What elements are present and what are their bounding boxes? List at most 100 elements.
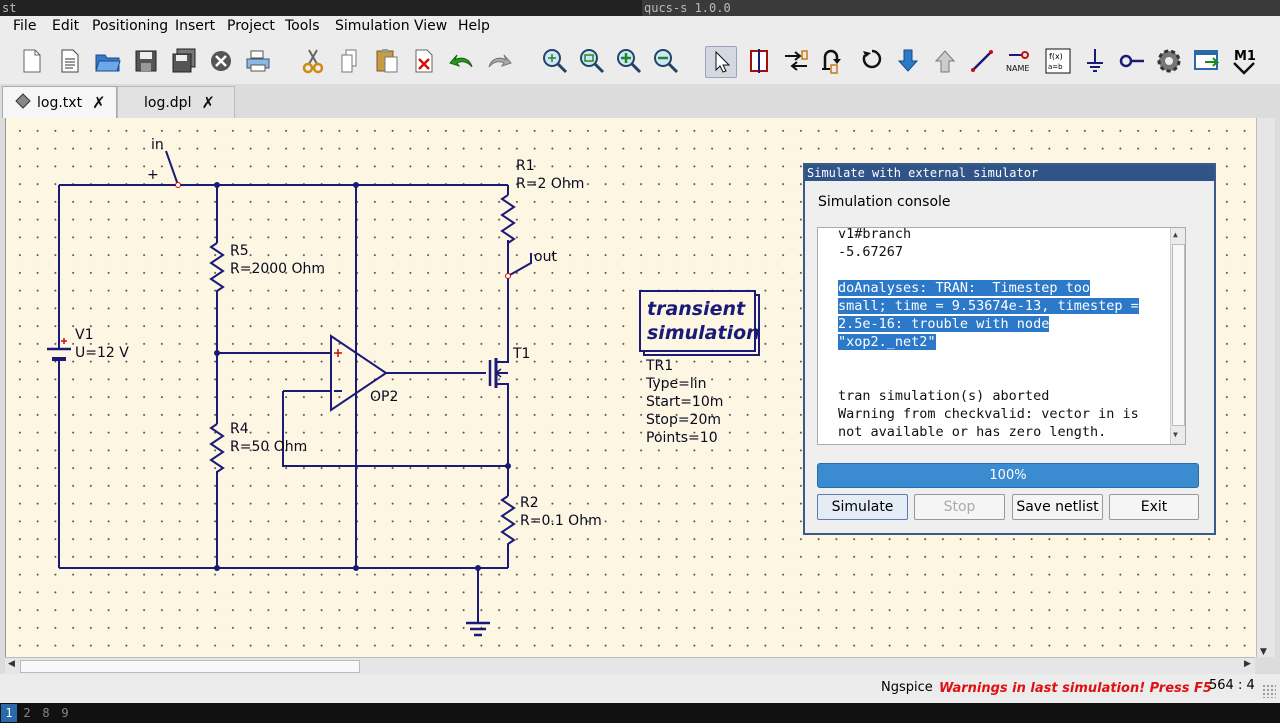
menu-help[interactable]: Help	[458, 18, 490, 34]
new-text-icon[interactable]	[55, 46, 85, 76]
plus-sign: +	[147, 167, 159, 183]
close-tab-icon[interactable]: ✗	[92, 93, 106, 112]
console-line-selected: small; time = 9.53674e-13, timestep =	[838, 298, 1139, 314]
save-netlist-button[interactable]: Save netlist	[1012, 494, 1103, 520]
marker-icon[interactable]: M1	[1229, 46, 1259, 76]
R2-name: R2	[520, 495, 539, 511]
wire-label-node	[505, 273, 511, 279]
tab-log-txt[interactable]: log.txt ✗	[2, 86, 117, 118]
activate-icon[interactable]	[857, 46, 887, 76]
save-all-icon[interactable]	[169, 46, 199, 76]
console-scrollbar[interactable]: ▲ ▼	[1170, 228, 1185, 444]
console-line-selected: "xop2._net2"	[838, 334, 936, 350]
tab-log-dpl[interactable]: log.dpl ✗	[117, 86, 235, 118]
console-line-selected: doAnalyses: TRAN: Timestep too	[838, 280, 1090, 296]
resize-grip-icon[interactable]	[1262, 684, 1276, 698]
menu-insert[interactable]: Insert	[175, 18, 216, 34]
R1-value: R=2 Ohm	[516, 176, 585, 192]
save-icon[interactable]	[131, 46, 161, 76]
console-line: v1#branch	[838, 227, 912, 242]
menu-simulation[interactable]: Simulation	[335, 18, 410, 34]
menu-positioning[interactable]: Positioning	[92, 18, 169, 34]
new-file-icon[interactable]	[17, 46, 47, 76]
R5-value: R=2000 Ohm	[230, 261, 326, 277]
TR1-start: Start=10m	[646, 394, 724, 410]
mirror-y-icon[interactable]	[781, 46, 811, 76]
console-scrollbar-thumb[interactable]	[1172, 244, 1185, 426]
wire-label-icon[interactable]: NAME	[1005, 46, 1035, 76]
R2-value: R=0.1 Ohm	[520, 513, 602, 529]
tab-label: log.txt	[37, 94, 83, 111]
menu-tools[interactable]: Tools	[285, 18, 320, 34]
wire-icon[interactable]	[967, 46, 997, 76]
console-line: -5.67267	[838, 244, 904, 260]
go-into-subcircuit-icon[interactable]	[893, 46, 923, 76]
schematic-drawing	[47, 150, 760, 637]
close-file-icon[interactable]	[206, 46, 236, 76]
port-icon[interactable]	[1117, 46, 1147, 76]
zoom-in-icon[interactable]	[614, 46, 644, 76]
TR1-stop: Stop=20m	[646, 412, 722, 428]
app-title: qucs-s 1.0.0	[644, 1, 731, 15]
mirror-x-icon[interactable]	[744, 46, 774, 76]
menu-bar: File Edit Positioning Insert Project Too…	[0, 16, 1280, 38]
scroll-down-arrow-icon[interactable]: ▼	[1173, 430, 1178, 439]
workspace-9[interactable]: 9	[61, 706, 69, 720]
wire	[282, 391, 508, 467]
workspace-1[interactable]: 1	[1, 704, 17, 722]
vertical-scrollbar[interactable]: ▼	[1256, 118, 1275, 657]
resistor-R2-body	[500, 495, 516, 552]
paste-icon[interactable]	[372, 46, 402, 76]
close-tab-icon[interactable]: ✗	[201, 93, 215, 112]
simulation-dialog: Simulate with external simulator Simulat…	[803, 163, 1216, 535]
workspace-8[interactable]: 8	[42, 706, 50, 720]
console-line: Warning from checkvalid: vector in is	[838, 406, 1139, 422]
menu-project[interactable]: Project	[227, 18, 275, 34]
redo-icon[interactable]	[484, 46, 514, 76]
menu-view[interactable]: View	[414, 18, 448, 34]
workspace-2[interactable]: 2	[23, 706, 31, 720]
equation-icon[interactable]: f(x)a=b	[1043, 46, 1073, 76]
tab-label: log.dpl	[144, 94, 192, 111]
print-icon[interactable]	[243, 46, 273, 76]
menu-file[interactable]: File	[13, 18, 37, 34]
R5-name: R5	[230, 243, 249, 259]
scroll-left-arrow-icon[interactable]: ◀	[8, 659, 15, 669]
scroll-right-arrow-icon[interactable]: ▶	[1244, 659, 1251, 669]
simulate-icon[interactable]	[1154, 46, 1184, 76]
ground-icon[interactable]	[1080, 46, 1110, 76]
menu-edit[interactable]: Edit	[52, 18, 80, 34]
scroll-down-arrow-icon[interactable]: ▼	[1260, 647, 1267, 657]
console-line: tran simulation(s) aborted	[838, 388, 1050, 404]
status-bar: Ngspice Warnings in last simulation! Pre…	[0, 674, 1280, 703]
view-data-icon[interactable]	[1192, 46, 1222, 76]
document-tabs: log.txt ✗ log.dpl ✗	[0, 84, 1280, 118]
horizontal-scrollbar[interactable]: ◀ ▶	[5, 657, 1255, 674]
go-up-icon[interactable]	[930, 46, 960, 76]
window-title-bar: st qucs-s 1.0.0	[0, 0, 1280, 16]
simulate-button[interactable]: Simulate	[817, 494, 908, 520]
exit-button[interactable]: Exit	[1109, 494, 1199, 520]
select-pointer-icon[interactable]	[705, 46, 737, 78]
delete-icon[interactable]	[409, 46, 439, 76]
undo-icon[interactable]	[447, 46, 477, 76]
wire-label-text: NAME	[1006, 64, 1029, 73]
zoom-fit-icon[interactable]	[540, 46, 570, 76]
simulation-console[interactable]: v1#branch -5.67267 doAnalyses: TRAN: Tim…	[817, 227, 1186, 445]
rotate-icon[interactable]	[818, 46, 848, 76]
copy-icon[interactable]	[336, 46, 366, 76]
marker-text: M1	[1234, 49, 1256, 64]
TR1-points: Points=10	[646, 430, 718, 446]
R4-value: R=50 Ohm	[230, 439, 308, 455]
progress-text: 100%	[989, 468, 1027, 483]
stop-button[interactable]: Stop	[914, 494, 1005, 520]
scrollbar-thumb[interactable]	[20, 660, 360, 673]
open-folder-icon[interactable]	[93, 46, 123, 76]
zoom-out-icon[interactable]	[651, 46, 681, 76]
wire-label-node	[175, 182, 181, 188]
progress-bar: 100%	[817, 463, 1199, 488]
scroll-up-arrow-icon[interactable]: ▲	[1173, 230, 1178, 239]
cut-icon[interactable]	[298, 46, 328, 76]
zoom-selection-icon[interactable]	[577, 46, 607, 76]
V1-value: U=12 V	[75, 345, 129, 361]
